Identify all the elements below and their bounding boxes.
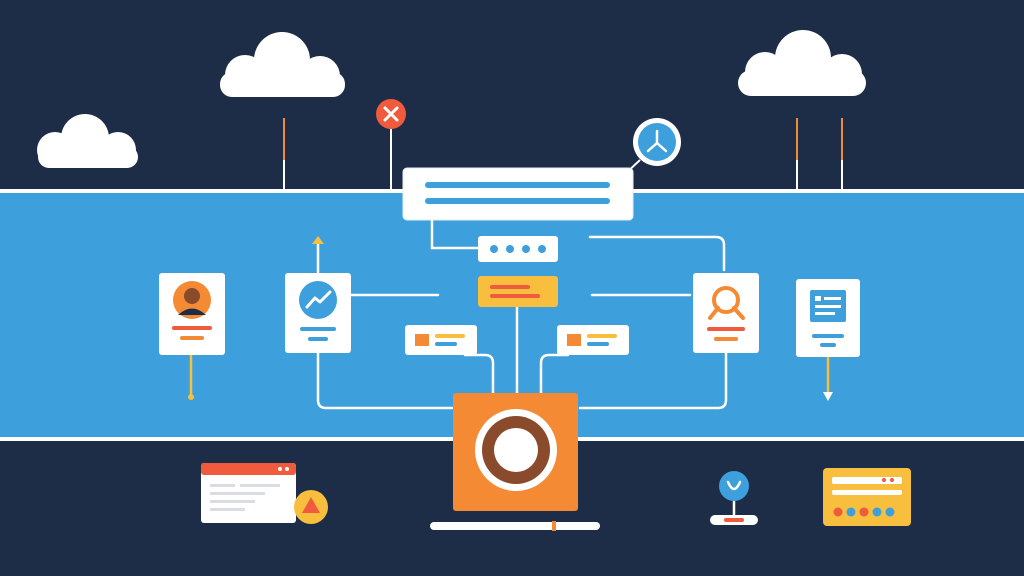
- cloud-top-left: [220, 32, 345, 97]
- location-pin[interactable]: [710, 471, 758, 525]
- analytics-card[interactable]: [285, 273, 351, 353]
- hub-base-bar: [430, 522, 600, 530]
- arrow-down-head: [823, 392, 833, 401]
- close-icon: [383, 106, 399, 122]
- browser-window-card[interactable]: [201, 463, 296, 523]
- document-card[interactable]: [796, 279, 860, 357]
- dashboard-panel-card[interactable]: [823, 468, 911, 526]
- arrow-down-dot: [188, 394, 194, 400]
- arrow-up-head: [312, 236, 324, 244]
- location-pin-icon: [719, 471, 749, 501]
- warning-triangle-icon: [302, 497, 320, 513]
- connector-lines-yellow: [189, 353, 830, 397]
- user-profile-card[interactable]: [159, 273, 225, 355]
- cloud-left: [37, 114, 138, 168]
- dashboard-panel-icon: [832, 477, 902, 517]
- magnifier-icon: [708, 286, 745, 320]
- highlight-label-card[interactable]: [478, 276, 558, 307]
- ring-hub-icon: [475, 409, 557, 491]
- tag-card-left[interactable]: [405, 325, 477, 355]
- password-field-card[interactable]: [478, 236, 558, 262]
- cloud-top-right: [738, 30, 866, 96]
- user-avatar-icon: [173, 281, 211, 319]
- central-hub[interactable]: [430, 393, 600, 531]
- close-marker[interactable]: [376, 99, 406, 190]
- trend-chart-icon: [305, 290, 332, 309]
- tag-card-right[interactable]: [557, 325, 629, 355]
- search-card[interactable]: [693, 273, 759, 353]
- connector-lines: [316, 218, 728, 410]
- header-bar-card[interactable]: [402, 167, 634, 221]
- network-icon: [646, 129, 668, 153]
- document-icon: [810, 290, 846, 322]
- network-badge[interactable]: [620, 118, 681, 180]
- warning-badge[interactable]: [294, 490, 328, 524]
